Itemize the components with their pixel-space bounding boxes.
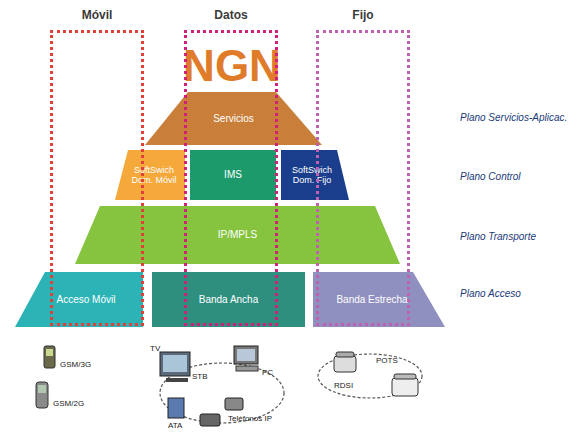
- column-heading: Móvil: [50, 8, 144, 22]
- phone-screen: [38, 385, 46, 393]
- phone-screen: [46, 349, 53, 356]
- pc-icon: [234, 346, 258, 371]
- device-label: GSM/3G: [60, 360, 91, 369]
- tv-body: [160, 352, 190, 376]
- band-text-group: IMS: [224, 169, 242, 181]
- band-label: IP/MPLS: [218, 229, 257, 241]
- band-fill: [15, 272, 143, 327]
- band-text-group: SoftSwich Dom. Fijo: [283, 165, 341, 186]
- band-fill: [75, 206, 400, 264]
- band-label: SoftSwich Dom. Fijo: [283, 165, 341, 186]
- phone-handset: [394, 374, 416, 379]
- band-text-group: Acceso Móvil: [57, 294, 116, 306]
- transport-band: IP/MPLS: [75, 206, 400, 264]
- fixed-phone-icon: [334, 352, 356, 372]
- column-heading: Fijo: [316, 8, 410, 22]
- pc-monitor: [234, 346, 258, 364]
- ip-phone-body: [200, 414, 220, 426]
- band-text-group: Servicios: [213, 113, 254, 125]
- fixed-phone-icon: [392, 374, 418, 396]
- service-band: Servicios: [145, 92, 322, 145]
- dotted-outline: [50, 30, 144, 326]
- device-label: GSM/2G: [53, 399, 84, 408]
- mobile-phone-icon: [36, 382, 48, 408]
- band-label: Servicios: [213, 113, 254, 125]
- pc-keyboard: [236, 366, 258, 371]
- band-label: Banda Estrecha: [336, 294, 407, 306]
- column-heading: Datos: [184, 8, 278, 22]
- access-band: Banda Ancha: [152, 272, 305, 327]
- tv-screen: [163, 355, 187, 372]
- column-group: Datos: [184, 8, 278, 326]
- phone-body: [392, 378, 418, 396]
- device-label: Teléfonos IP: [228, 414, 272, 423]
- device-label: PC: [262, 368, 273, 377]
- band-fill: [281, 150, 349, 200]
- mobile-phone-icon: [44, 346, 55, 368]
- phone-handset: [336, 352, 354, 357]
- access-band: Banda Estrecha: [313, 272, 445, 327]
- softswitch-box: SoftSwich Dom. Móvil: [115, 150, 185, 200]
- phone-body: [334, 356, 356, 372]
- column-group: Fijo: [316, 8, 410, 326]
- network-ring: [318, 354, 422, 398]
- band-text-group: IP/MPLS: [218, 229, 257, 241]
- band-text-group: Banda Ancha: [199, 294, 259, 306]
- band-fill: [313, 272, 445, 327]
- plane-label: Plano Control: [460, 171, 521, 182]
- band-label: Acceso Móvil: [57, 294, 116, 306]
- ip-phone-body: [225, 398, 243, 410]
- diagram-title: NGN: [172, 44, 292, 88]
- band-label: SoftSwich Dom. Móvil: [125, 165, 183, 186]
- device-label: RDSI: [334, 381, 353, 390]
- device-label: ATA: [168, 421, 182, 430]
- access-band: Acceso Móvil: [15, 272, 143, 327]
- tv-icon: [160, 352, 190, 382]
- ata-box: [168, 398, 184, 418]
- device-label: TV: [150, 344, 160, 353]
- band-fill: [190, 150, 276, 200]
- plane-label: Plano Transporte: [460, 231, 536, 242]
- band-fill: [145, 92, 322, 145]
- stb-box: [166, 378, 188, 382]
- phone-body: [36, 382, 48, 408]
- device-label: STB: [192, 372, 208, 381]
- pc-screen: [237, 349, 255, 361]
- plane-label: Plano Servicios-Aplicac.: [460, 112, 567, 123]
- band-label: IMS: [224, 169, 242, 181]
- column-group: Móvil: [50, 8, 144, 326]
- plane-label: Plano Acceso: [460, 288, 521, 299]
- band-label: Banda Ancha: [199, 294, 259, 306]
- phone-body: [44, 346, 55, 368]
- dotted-outline: [184, 30, 278, 326]
- device-label: POTS: [376, 356, 398, 365]
- band-fill: [152, 272, 305, 327]
- band-fill: [115, 150, 185, 200]
- ims-box: IMS: [190, 150, 276, 200]
- dotted-outline: [316, 30, 410, 326]
- ata-icon: [168, 398, 184, 418]
- softswitch-box: SoftSwich Dom. Fijo: [281, 150, 349, 200]
- band-text-group: SoftSwich Dom. Móvil: [125, 165, 183, 186]
- band-text-group: Banda Estrecha: [336, 294, 407, 306]
